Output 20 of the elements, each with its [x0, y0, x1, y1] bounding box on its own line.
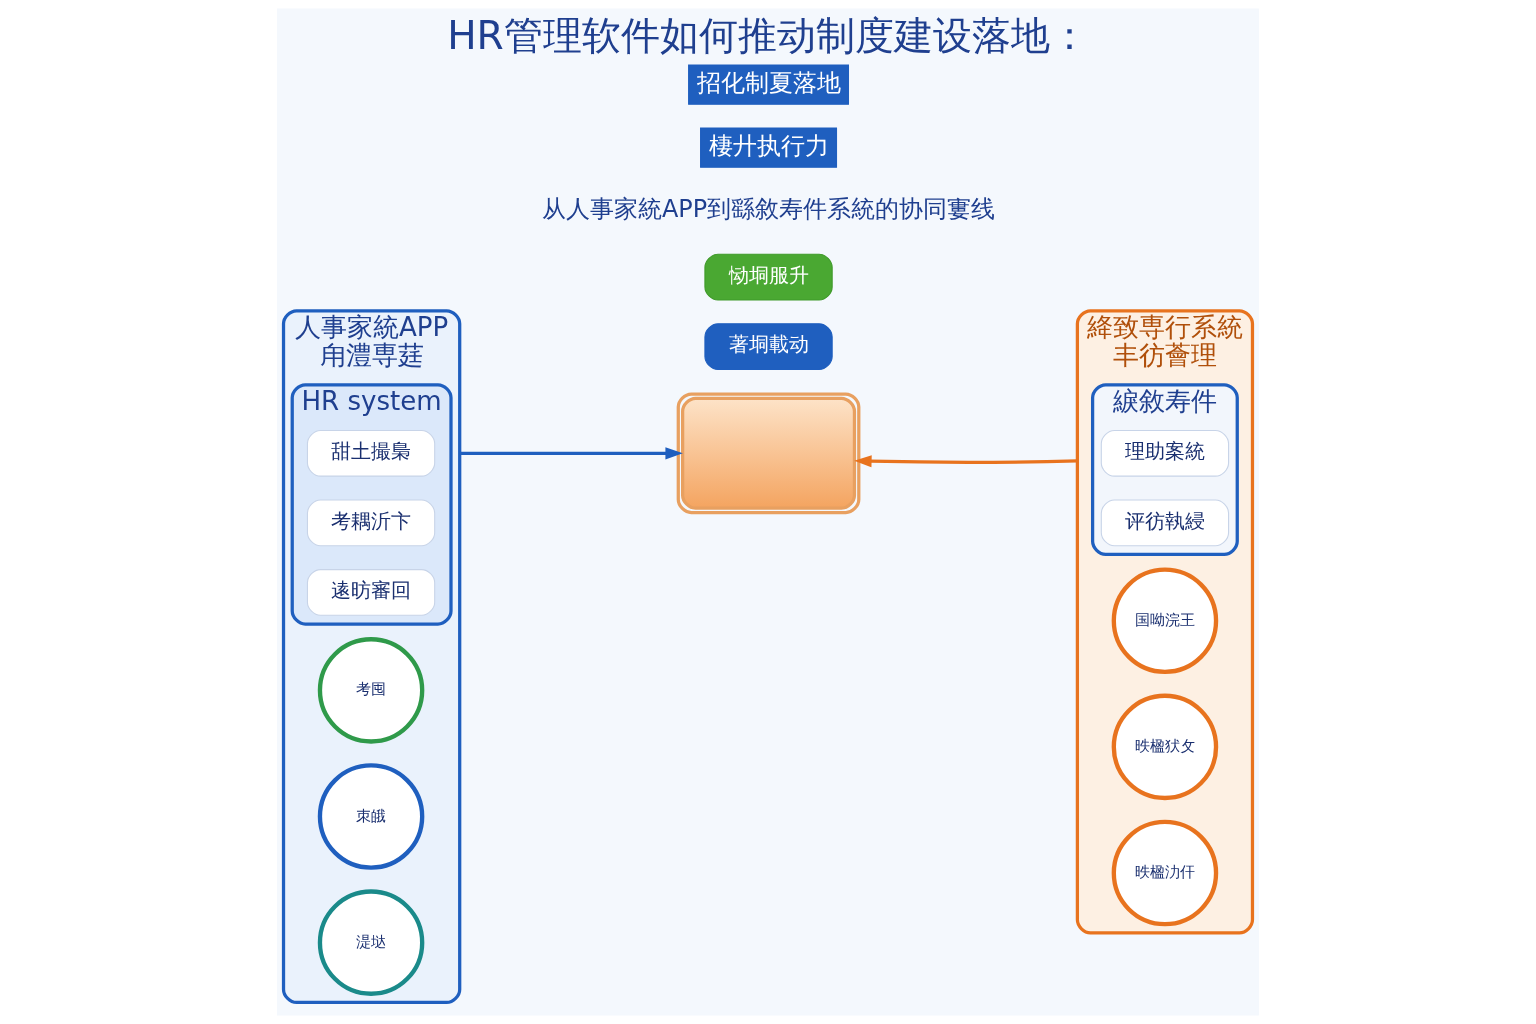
node-box: 考耦沂卞: [306, 499, 436, 547]
node-circle: 昳楹氻仠: [1111, 819, 1219, 927]
node-circle: 国呦浣王: [1111, 567, 1219, 675]
label: 棲廾执行力: [708, 131, 829, 160]
node-circle: 昳楹犾攵: [1111, 693, 1219, 801]
node-picture: [676, 392, 861, 515]
node-box: 逺昉審回: [306, 569, 436, 616]
node-box: 甜土撮梟: [306, 429, 436, 477]
diagram-title: HR管理软件如何推动制度建设落地：: [447, 12, 1089, 58]
arrow: [459, 447, 683, 460]
node-circle: 朿皒: [317, 763, 425, 870]
node-box: 著垌載动: [704, 323, 833, 371]
node-circle: 湜垯: [317, 889, 425, 996]
label: 从人事家統APP到繇敘寿件系統的协同寠线: [541, 194, 996, 223]
node-circle: 考囤: [317, 637, 425, 744]
label: 招化制夏落地: [696, 68, 841, 97]
node-box: 评彷執綅: [1100, 499, 1230, 547]
node-box: 恸垌服升: [704, 253, 833, 301]
arrow: [854, 455, 1078, 468]
node-box: 理助案統: [1100, 429, 1230, 477]
